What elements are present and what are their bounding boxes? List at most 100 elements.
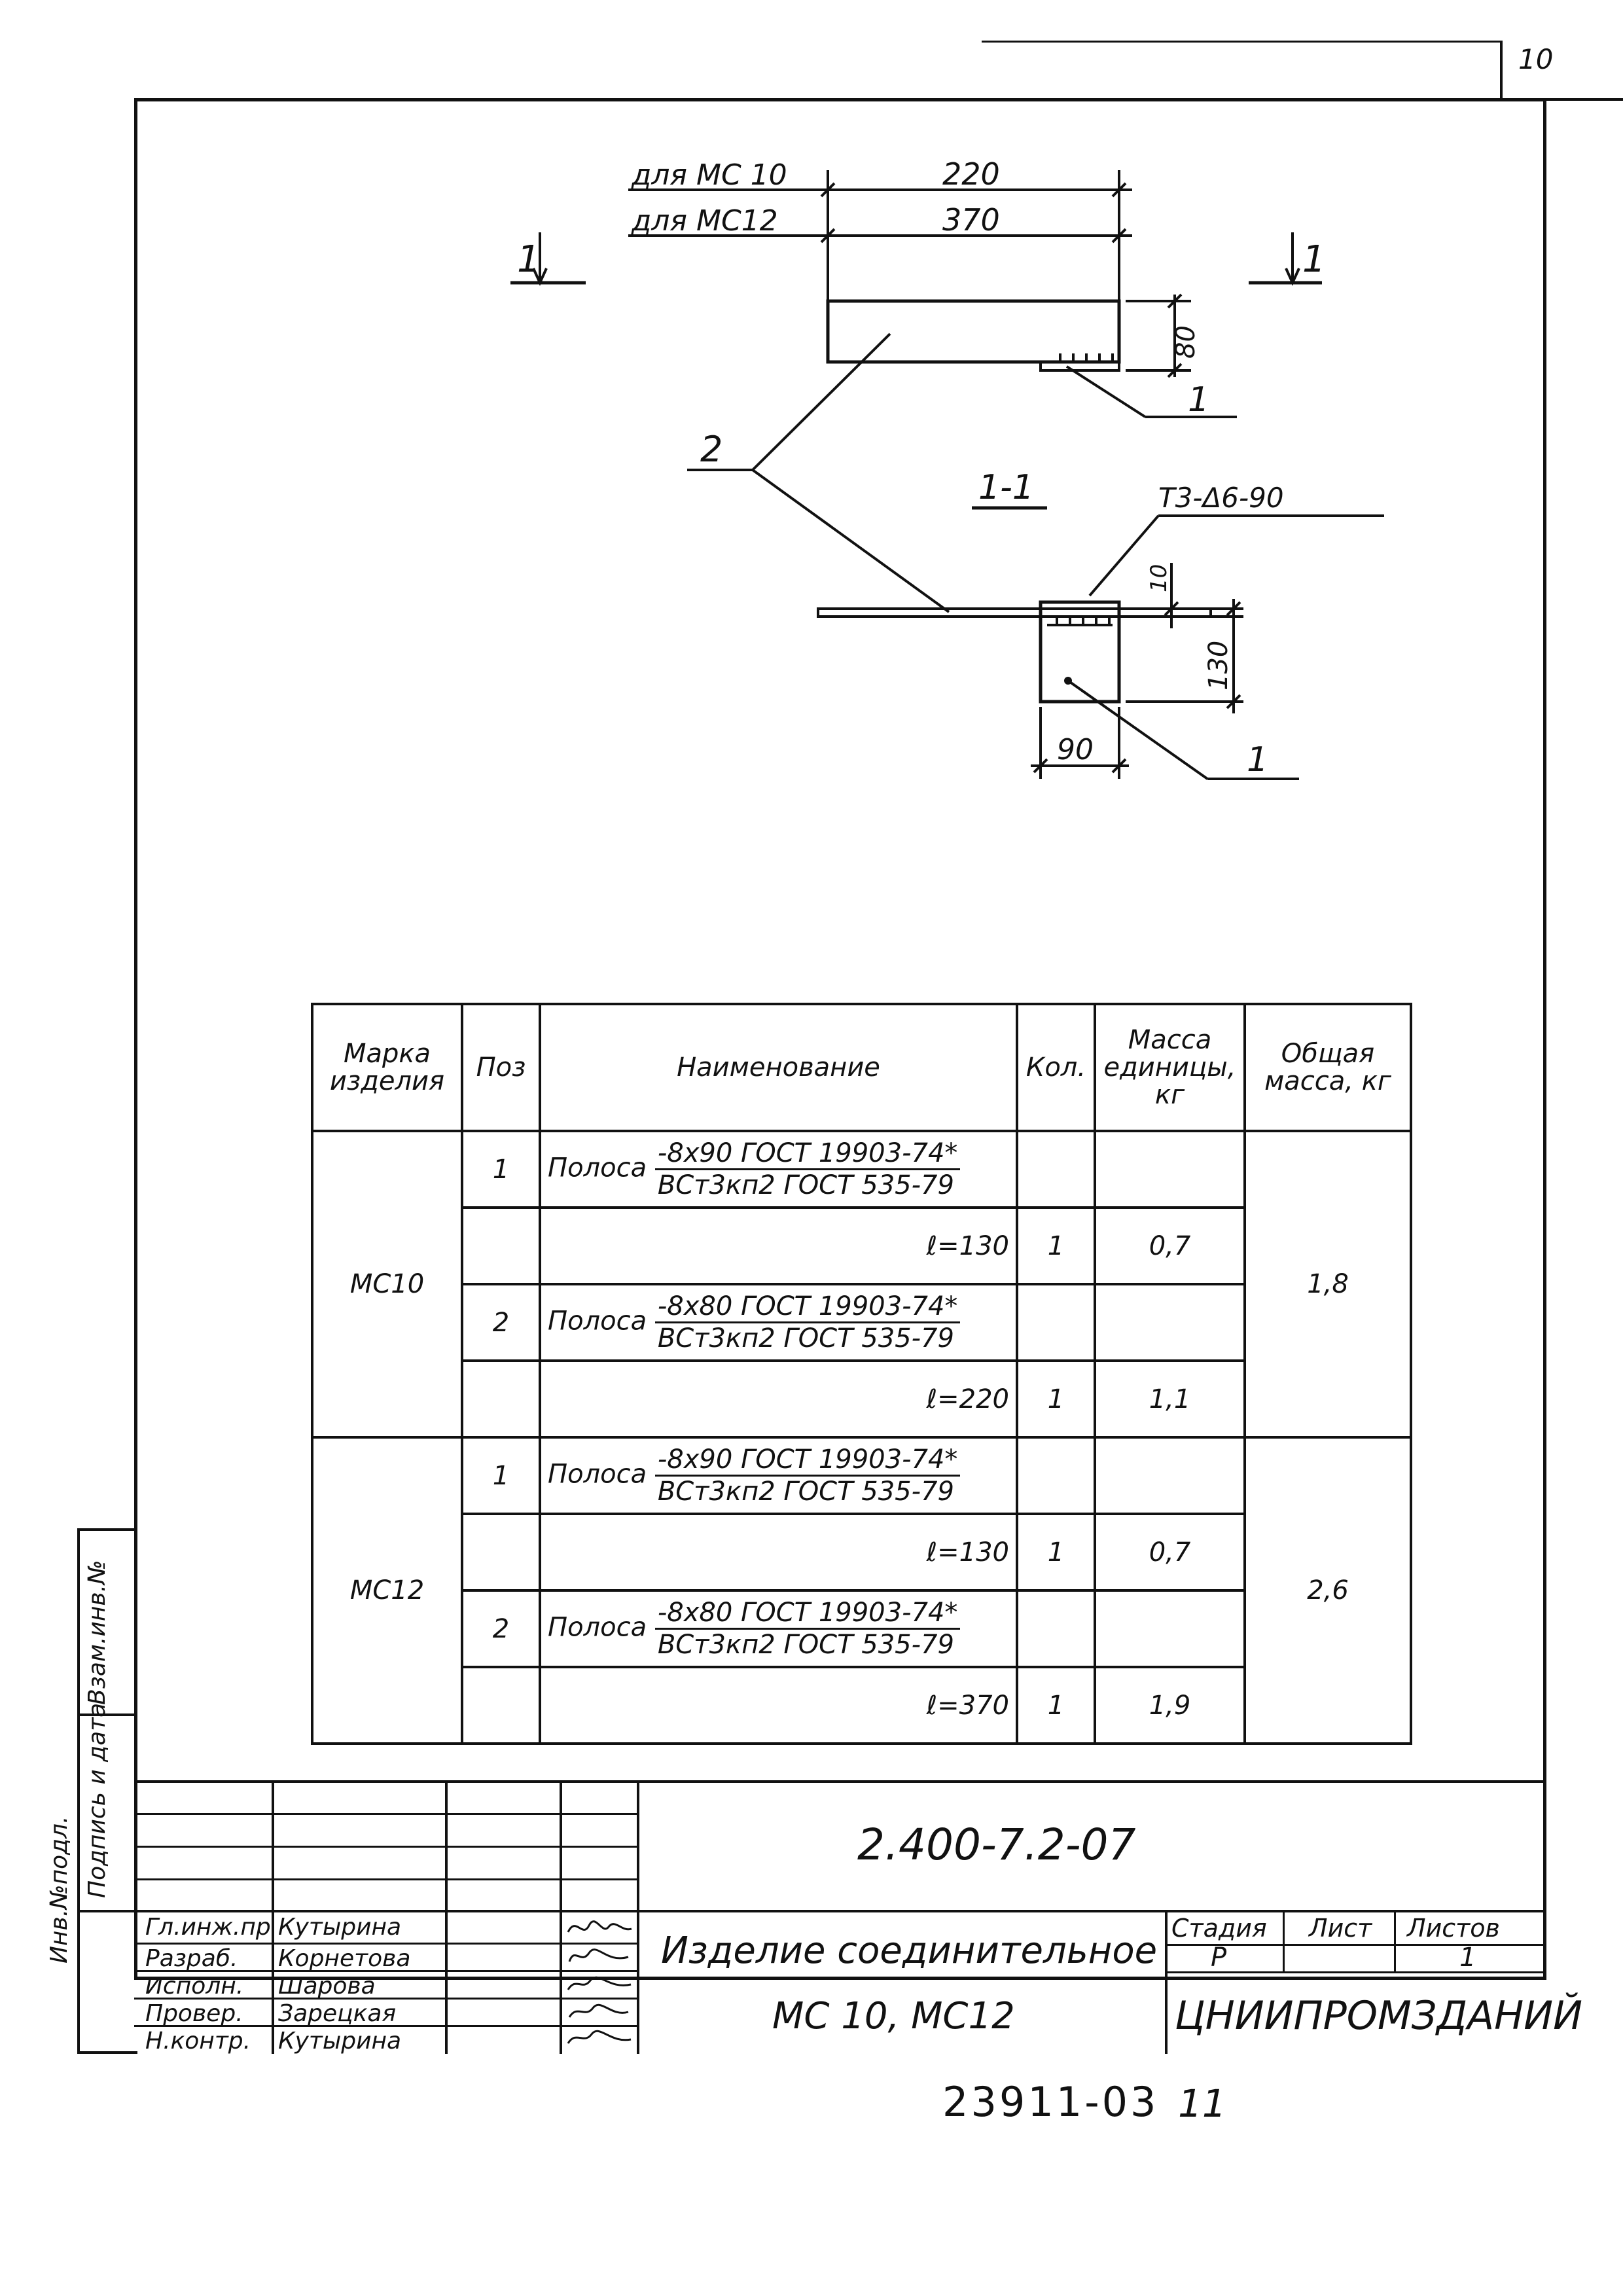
role-label: Исполн. [145, 1973, 244, 2000]
dim-label-mc10: для МС 10 [631, 158, 787, 192]
header-name: Наименование [539, 1003, 1018, 1132]
stage-label: Стадия [1171, 1914, 1267, 1943]
length-cell: ℓ=220 [539, 1359, 1018, 1439]
sheet-corner-box [1500, 41, 1623, 101]
item-spec-den: ВСт3кп2 ГОСТ 535-79 [657, 1323, 954, 1354]
role-label: Н.контр. [145, 2028, 251, 2054]
total-mass-cell: 1,8 [1243, 1130, 1412, 1439]
qty-cell-empty [1016, 1589, 1096, 1668]
drawing-frame [134, 98, 1546, 1980]
pos-cell-empty [461, 1666, 541, 1745]
strip-plan-view [1039, 361, 1120, 372]
item-spec-fraction: -8х80 ГОСТ 19903-74* ВСт3кп2 ГОСТ 535-79 [654, 1598, 961, 1660]
technical-drawing: для МС 10 для МС12 220 370 80 1 1 1 2 1-… [510, 156, 1384, 780]
item-spec-num: -8х90 ГОСТ 19903-74* [654, 1138, 961, 1170]
role-name: Кутырина [278, 2028, 402, 2054]
header-unit-mass: Масса единицы, кг [1094, 1003, 1246, 1132]
mass-cell-empty [1094, 1283, 1246, 1362]
dim-value-80: 80 [1171, 325, 1201, 359]
item-spec-den: ВСт3кп2 ГОСТ 535-79 [657, 1630, 954, 1660]
pos-cell: 1 [461, 1130, 541, 1209]
spec-header-row: Марка изделия Поз Наименование Кол. Масс… [311, 1003, 1412, 1132]
archive-number: 23911-03 [942, 2078, 1159, 2126]
header-qty: Кол. [1016, 1003, 1096, 1132]
role-label: Провер. [145, 2000, 243, 2027]
dim-value-10: 10 [1146, 564, 1172, 592]
callout-1-top: 1 [1188, 380, 1209, 420]
qty-cell-empty [1016, 1436, 1096, 1515]
signatures [567, 1920, 632, 2044]
title-line-2: МС 10, МС12 [772, 1995, 1015, 2037]
header-total-mass: Общая масса, кг [1243, 1003, 1412, 1132]
item-spec-fraction: -8х90 ГОСТ 19903-74* ВСт3кп2 ГОСТ 535-79 [654, 1444, 961, 1507]
item-spec-den: ВСт3кп2 ГОСТ 535-79 [657, 1170, 954, 1200]
role-name: Зарецкая [278, 2000, 397, 2027]
pos-cell-empty [461, 1359, 541, 1439]
table-row: МС10 1 Полоса -8х90 ГОСТ 19903-74* ВСт3к… [311, 1130, 1412, 1439]
side-stamp-inv-repl: Взам.инв.№ [84, 1560, 111, 1705]
sheet-label: Лист [1309, 1914, 1372, 1943]
pos-cell-empty [461, 1513, 541, 1592]
pos-cell: 2 [461, 1589, 541, 1668]
name-cell: Полоса -8х80 ГОСТ 19903-74* ВСт3кп2 ГОСТ… [539, 1589, 1018, 1668]
name-cell: Полоса -8х90 ГОСТ 19903-74* ВСт3кп2 ГОСТ… [539, 1130, 1018, 1209]
unit-mass-cell: 1,1 [1094, 1359, 1246, 1439]
callout-1-bottom: 1 [1247, 740, 1268, 780]
role-name: Кутырина [278, 1914, 402, 1941]
table-row: 2 Полоса -8х80 ГОСТ 19903-74* ВСт3кп2 ГО… [312, 1589, 1411, 1668]
dim-value-370: 370 [942, 202, 1000, 238]
item-spec-den: ВСт3кп2 ГОСТ 535-79 [657, 1477, 954, 1507]
weld-note: Т3-Δ6-90 [1158, 482, 1284, 514]
block-section-view [1039, 600, 1121, 704]
mark-cell: МС10 [311, 1130, 463, 1439]
total-mass-cell: 2,6 [1243, 1436, 1412, 1745]
sheet-corner-number: 10 [1518, 43, 1554, 75]
stage-value: Р [1211, 1943, 1227, 1973]
item-spec-num: -8х80 ГОСТ 19903-74* [654, 1291, 961, 1323]
item-spec-fraction: -8х80 ГОСТ 19903-74* ВСт3кп2 ГОСТ 535-79 [654, 1291, 961, 1354]
plate-plan-view [826, 299, 1121, 364]
item-spec-fraction: -8х90 ГОСТ 19903-74* ВСт3кп2 ГОСТ 535-79 [654, 1138, 961, 1200]
item-prefix: Полоса [548, 1612, 647, 1643]
organization-name: ЦНИИПРОМЗДАНИЙ [1175, 1993, 1583, 2039]
dim-value-130: 130 [1204, 641, 1234, 691]
mass-cell-empty [1094, 1436, 1246, 1515]
role-name: Шарова [278, 1973, 376, 2000]
section-title: 1-1 [978, 468, 1034, 507]
sheets-value: 1 [1459, 1943, 1476, 1973]
page-number: 11 [1178, 2081, 1226, 2126]
side-stamp-sign-date: Подпись и дата [84, 1702, 111, 1898]
document-code: 2.400-7.2-07 [857, 1820, 1136, 1870]
qty-cell: 1 [1016, 1666, 1096, 1745]
item-spec-num: -8х90 ГОСТ 19903-74* [654, 1444, 961, 1477]
pos-cell: 1 [461, 1436, 541, 1515]
qty-cell: 1 [1016, 1206, 1096, 1285]
header-pos: Поз [461, 1003, 541, 1132]
dim-value-90: 90 [1057, 733, 1094, 766]
header-mark: Марка изделия [311, 1003, 463, 1132]
table-row: ℓ=130 1 0,7 [312, 1513, 1411, 1592]
unit-mass-cell: 0,7 [1094, 1513, 1246, 1592]
mass-cell-empty [1094, 1130, 1246, 1209]
qty-cell: 1 [1016, 1359, 1096, 1439]
dim-value-220: 220 [942, 156, 1000, 192]
specification-table: Марка изделия Поз Наименование Кол. Масс… [311, 1003, 1412, 1745]
dim-label-mc12: для МС12 [631, 204, 778, 238]
table-row: МС12 1 Полоса -8х90 ГОСТ 19903-74* ВСт3к… [311, 1436, 1412, 1745]
table-row: ℓ=370 1 1,9 [312, 1666, 1411, 1745]
section-mark-left: 1 [517, 238, 541, 281]
qty-cell: 1 [1016, 1513, 1096, 1592]
unit-mass-cell: 1,9 [1094, 1666, 1246, 1745]
item-prefix: Полоса [548, 1306, 647, 1336]
table-row: ℓ=130 1 0,7 [312, 1206, 1411, 1285]
role-name: Корнетова [278, 1945, 411, 1972]
top-edge-line [982, 41, 1500, 43]
section-mark-right: 1 [1302, 238, 1326, 281]
callout-2: 2 [700, 429, 722, 470]
qty-cell-empty [1016, 1283, 1096, 1362]
name-cell: Полоса -8х90 ГОСТ 19903-74* ВСт3кп2 ГОСТ… [539, 1436, 1018, 1515]
length-cell: ℓ=370 [539, 1666, 1018, 1745]
qty-cell-empty [1016, 1130, 1096, 1209]
title-line-1: Изделие соединительное [661, 1929, 1158, 1972]
name-cell: Полоса -8х80 ГОСТ 19903-74* ВСт3кп2 ГОСТ… [539, 1283, 1018, 1362]
